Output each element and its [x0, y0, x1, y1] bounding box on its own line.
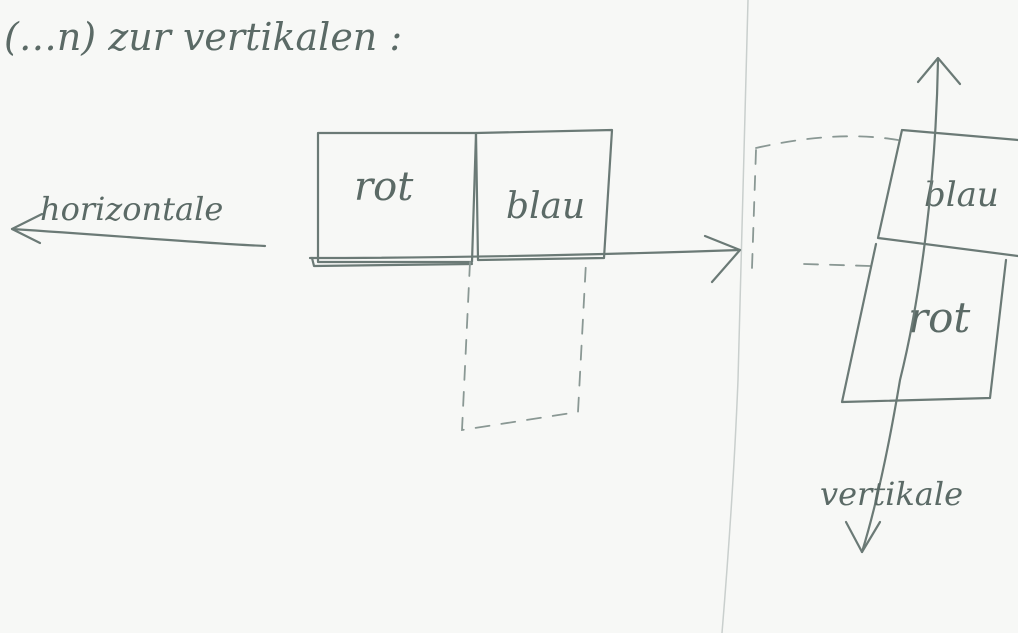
vertical-axis-label: vertikale — [820, 475, 963, 513]
panel-divider — [721, 0, 749, 633]
left-box-rot-label: rot — [354, 164, 414, 210]
right-ghost-box — [751, 135, 899, 269]
vertical-layout-panel: blau rot vertikale — [751, 56, 1018, 554]
vertical-axis-top-arrowhead — [916, 56, 962, 86]
horizontal-axis-line — [10, 227, 742, 260]
left-box-rot — [316, 131, 478, 264]
right-box-rot-label: rot — [908, 293, 970, 342]
left-box-blau — [474, 128, 614, 262]
vertical-axis-bottom-arrowhead — [844, 520, 882, 554]
horizontal-layout-panel: horizontale rot blau — [10, 128, 742, 432]
right-box-rot — [840, 242, 1008, 404]
right-box-blau — [876, 128, 1018, 258]
horizontal-axis-right-arrowhead — [703, 234, 742, 284]
left-box-blau-label: blau — [506, 186, 585, 227]
left-box-rot-underline — [310, 256, 474, 268]
diagram-heading: (…n) zur vertikalen : — [4, 15, 402, 59]
vertical-axis-line — [860, 58, 940, 554]
left-ghost-box — [461, 261, 587, 432]
right-box-blau-label: blau — [924, 175, 999, 215]
horizontal-axis-label: horizontale — [40, 190, 223, 228]
